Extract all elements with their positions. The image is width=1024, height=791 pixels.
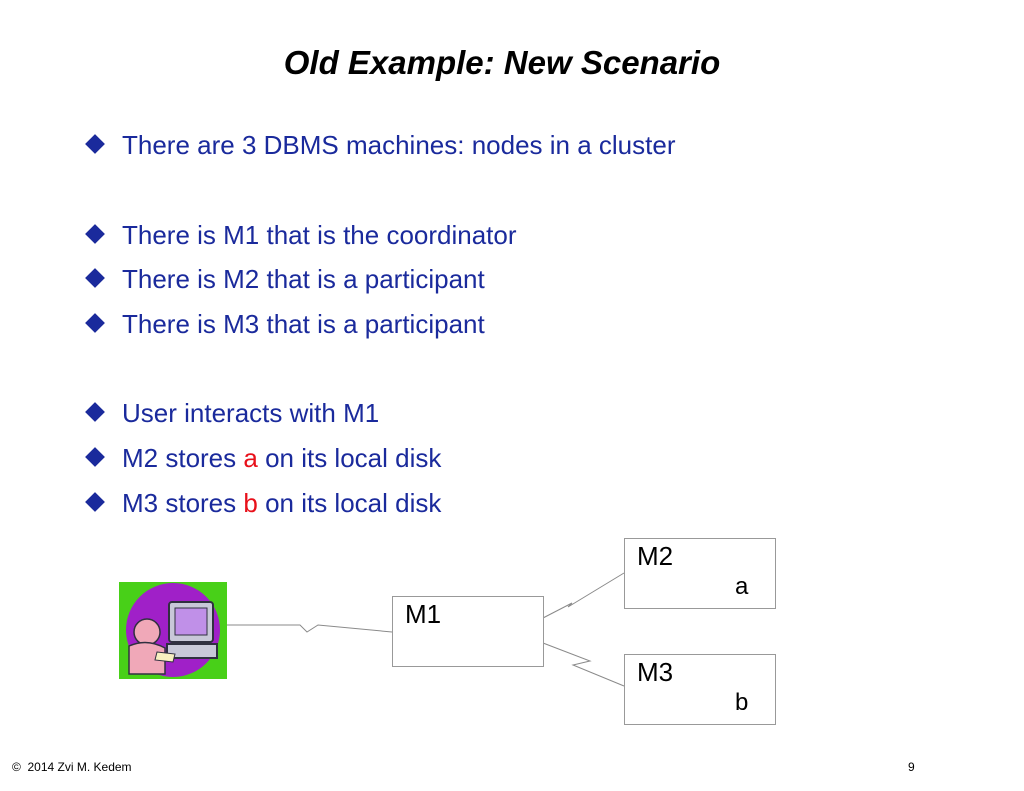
bullet-item: There are 3 DBMS machines: nodes in a cl… <box>84 127 675 163</box>
bullet-item: M2 stores a on its local disk <box>84 440 441 476</box>
m2-node-box: M2 a <box>624 538 776 609</box>
bullet-item: There is M2 that is a participant <box>84 261 485 297</box>
bullet-text: User interacts with M1 <box>122 398 380 428</box>
m1-m3-link <box>542 642 625 687</box>
bullet-item: There is M3 that is a participant <box>84 306 485 342</box>
m2-label: M2 <box>637 541 674 571</box>
user-m1-link <box>227 624 393 633</box>
slide-title: Old Example: New Scenario <box>283 44 721 81</box>
highlighted-value: a <box>243 443 258 473</box>
page-number: 9 <box>908 760 915 774</box>
m1-node-box: M1 <box>392 596 544 667</box>
m1-label: M1 <box>405 599 442 629</box>
bullet-text: There are 3 DBMS machines: nodes in a cl… <box>122 130 676 160</box>
bullet-text-post: on its local disk <box>257 488 442 518</box>
bullet-text: There is M3 that is a participant <box>122 309 485 339</box>
bullet-item: M3 stores b on its local disk <box>84 485 441 521</box>
m2-stored-item: a <box>735 573 749 600</box>
bullet-item: User interacts with M1 <box>84 395 379 431</box>
user-computer-icon <box>119 582 227 679</box>
bullet-text-post: on its local disk <box>257 443 442 473</box>
copyright-text: © 2014 Zvi M. Kedem <box>12 760 132 774</box>
m3-stored-item: b <box>735 689 749 716</box>
bullet-text: There is M1 that is the coordinator <box>122 220 517 250</box>
bullet-text: There is M2 that is a participant <box>122 264 485 294</box>
m1-m2-link <box>542 572 625 619</box>
highlighted-value: b <box>243 488 258 518</box>
bullet-item: There is M1 that is the coordinator <box>84 217 517 253</box>
bullet-text-pre: M3 stores <box>122 488 244 518</box>
bullet-text-pre: M2 stores <box>122 443 244 473</box>
m3-label: M3 <box>637 657 674 687</box>
m3-node-box: M3 b <box>624 654 776 725</box>
